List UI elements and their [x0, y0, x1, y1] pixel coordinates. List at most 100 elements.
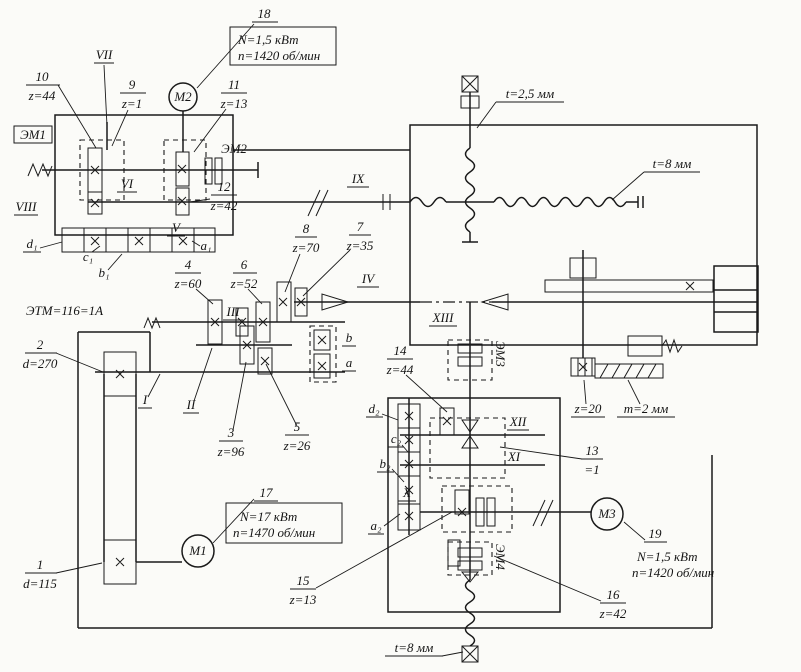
- cam-label-a1: a₁: [200, 238, 211, 253]
- callout-10-number: 10: [36, 69, 50, 84]
- callout-11-number: 11: [228, 77, 240, 92]
- spring-and-hatch-symbols: [27, 162, 683, 379]
- motor-m3-speed: n=1420 об/мин: [632, 565, 714, 580]
- motor-m2-label: M2: [173, 89, 192, 104]
- motor-m1-label: M1: [188, 543, 206, 558]
- clutch-label-em1: ЭМ1: [20, 127, 46, 142]
- cam-label-a2: a₂: [370, 518, 382, 533]
- shaft-lines: [42, 92, 757, 580]
- callout-13-number: 13: [586, 443, 600, 458]
- motor-m3-label: M3: [597, 506, 616, 521]
- motor-m2: M2: [168, 82, 198, 112]
- callout-13-value: =1: [584, 462, 599, 477]
- gear-blocks: [87, 95, 714, 585]
- callout-1-number: 1: [37, 557, 44, 572]
- shaft-label-IV: IV: [361, 271, 376, 286]
- fixed-support-icon-top: [461, 75, 479, 93]
- cam-label-b1: b₁: [98, 265, 109, 280]
- callout-6-value: z=52: [230, 276, 258, 291]
- shaft-label-VIII: VIII: [16, 199, 38, 214]
- shaft-label-IX: IX: [351, 171, 365, 186]
- gear-label-a: a: [346, 355, 353, 370]
- callout-7-number: 7: [357, 219, 364, 234]
- label-underlines: [14, 21, 700, 657]
- shaft-label-III: III: [226, 304, 241, 319]
- motor-m1-spec-box: [225, 502, 343, 544]
- shaft-label-V: V: [172, 220, 182, 235]
- callout-leader-lines: [39, 23, 646, 657]
- callout-9-number: 9: [129, 77, 136, 92]
- shaft-label-XI: XI: [507, 449, 521, 464]
- annotation-pitch-2-5mm: t=2,5 мм: [506, 86, 554, 101]
- annotation-pitch-8mm-bottom: t=8 мм: [395, 640, 434, 655]
- bevel-and-cone-symbols: [321, 293, 509, 583]
- shaft-label-XII: XII: [509, 414, 527, 429]
- shaft-label-VII: VII: [96, 47, 113, 62]
- callout-15-number: 15: [297, 573, 311, 588]
- callout-18-number: 18: [258, 6, 272, 21]
- shaft-label-II: II: [186, 397, 196, 412]
- callout-12-number: 12: [218, 179, 232, 194]
- motor-m1-circle: [181, 534, 215, 568]
- callout-9-value: z=1: [121, 96, 142, 111]
- motor-m3: M3: [590, 497, 624, 531]
- motor-m2-power: N=1,5 кВт: [237, 32, 299, 47]
- motor-m1-speed: n=1470 об/мин: [233, 525, 315, 540]
- cam-label-c1: c₁: [83, 249, 93, 264]
- motor-m1: M1: [181, 534, 215, 568]
- callout-7-value: z=35: [346, 238, 374, 253]
- clutch-em1-box: [13, 125, 53, 144]
- callout-2-number: 2: [37, 337, 44, 352]
- callout-12-value: z=42: [210, 198, 238, 213]
- callout-8-value: z=70: [292, 240, 320, 255]
- callout-17-number: 17: [260, 485, 274, 500]
- motor-m2-speed: n=1420 об/мин: [238, 48, 320, 63]
- leadscrew-waves: [409, 147, 627, 647]
- callout-14-value: z=44: [386, 362, 414, 377]
- annotation-pitch-8mm-right: t=8 мм: [653, 156, 692, 171]
- callout-6-number: 6: [241, 257, 248, 272]
- cam-label-d1: d₁: [26, 236, 37, 251]
- callout-5-value: z=26: [283, 438, 311, 453]
- clutch-model-label: ЭТМ=116=1А: [26, 303, 103, 318]
- callout-10-value: z=44: [28, 88, 56, 103]
- clutch-label-em2: ЭМ2: [221, 141, 247, 156]
- callout-11-value: z=13: [220, 96, 248, 111]
- callout-8-number: 8: [303, 221, 310, 236]
- callout-5-number: 5: [294, 419, 301, 434]
- bearing-cross-marks: [90, 164, 695, 567]
- callout-16-value: z=42: [599, 606, 627, 621]
- shaft-break-symbols: [307, 189, 554, 527]
- motor-m2-spec-box: [229, 26, 337, 66]
- fixed-support-icon-bottom: [461, 645, 479, 663]
- annotation-z20: z=20: [574, 401, 602, 416]
- cam-label-b2: b₂: [379, 456, 391, 471]
- clutch-label-em3: ЭМ3: [493, 341, 508, 367]
- cam-label-c2: c₂: [391, 431, 402, 446]
- gear-label-b: b: [346, 330, 353, 345]
- callout-3-number: 3: [227, 425, 235, 440]
- motor-m3-circle: [590, 497, 624, 531]
- annotation-module-2mm: m=2 мм: [624, 401, 669, 416]
- callout-2-value: d=270: [23, 356, 58, 371]
- callout-14-number: 14: [394, 343, 408, 358]
- callout-15-value: z=13: [289, 592, 317, 607]
- motor-m1-power: N=17 кВт: [239, 509, 297, 524]
- callout-3-value: z=96: [217, 444, 245, 459]
- callout-4-number: 4: [185, 257, 192, 272]
- shaft-label-XIII: XIII: [432, 310, 455, 325]
- machine-frame-outline: [54, 114, 759, 629]
- callout-4-value: z=60: [174, 276, 202, 291]
- motor-m3-power: N=1,5 кВт: [636, 549, 698, 564]
- callout-19-number: 19: [649, 526, 663, 541]
- shaft-label-VI: VI: [121, 176, 134, 191]
- callout-1-value: d=115: [23, 576, 57, 591]
- motor-m2-circle: [168, 82, 198, 112]
- cam-box-feed-1: [61, 227, 216, 253]
- clutch-label-em4: ЭМ4: [493, 544, 508, 570]
- cam-label-d2: d₂: [368, 401, 380, 416]
- shaft-label-I: I: [142, 392, 148, 407]
- callout-16-number: 16: [607, 587, 621, 602]
